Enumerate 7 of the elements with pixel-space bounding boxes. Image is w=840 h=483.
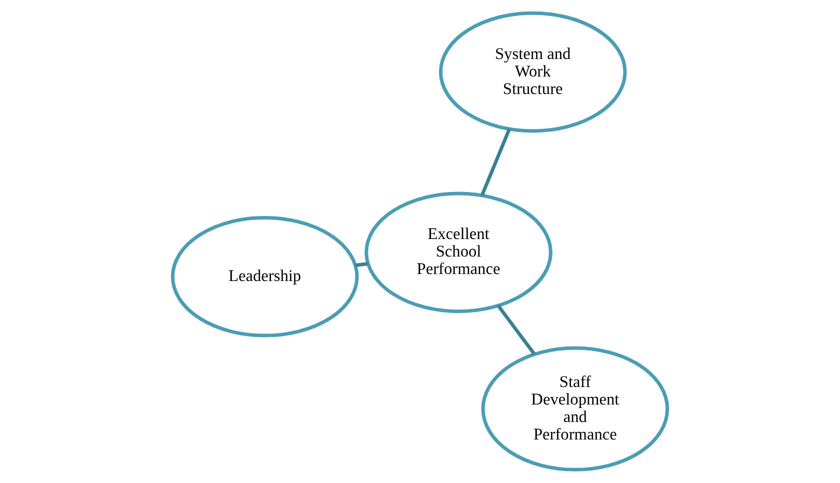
node-ellipse: Leadership	[170, 216, 359, 338]
node-ellipse: Excellent School Performance	[364, 192, 552, 314]
node-ellipse: System and Work Structure	[438, 11, 627, 133]
connector	[496, 304, 536, 356]
node-ellipse: Staff Development and Performance	[481, 346, 670, 472]
connector	[480, 128, 511, 196]
connector	[355, 262, 368, 268]
